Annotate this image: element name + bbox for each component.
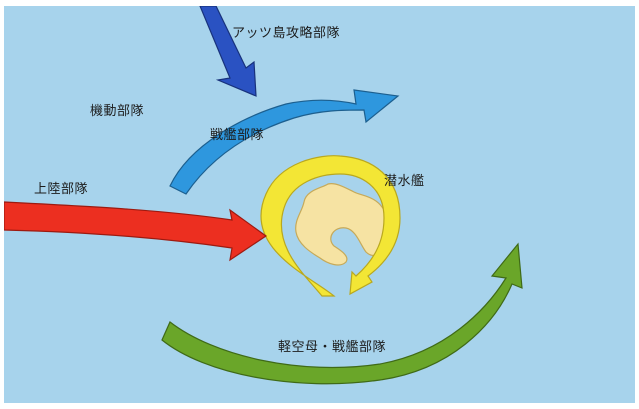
submarine-arrow bbox=[260, 155, 401, 297]
label-battleship-force: 戦艦部隊 bbox=[210, 128, 265, 143]
attu-force-arrow bbox=[199, 6, 257, 97]
landing-force-arrow bbox=[4, 201, 268, 262]
label-light-carrier-battleship: 軽空母・戦艦部隊 bbox=[278, 340, 387, 355]
label-attu-force: アッツ島攻略部隊 bbox=[232, 26, 341, 41]
island bbox=[295, 183, 391, 266]
label-submarine: 潜水艦 bbox=[384, 174, 425, 189]
label-landing-force: 上陸部隊 bbox=[34, 182, 89, 197]
battleship-force-arrow bbox=[169, 89, 400, 195]
map-frame: アッツ島攻略部隊 機動部隊 戦艦部隊 上陸部隊 潜水艦 軽空母・戦艦部隊 bbox=[4, 6, 635, 403]
label-mobile-force: 機動部隊 bbox=[90, 104, 145, 119]
map-canvas bbox=[4, 6, 523, 385]
carrier-battleship-arrow bbox=[161, 242, 523, 385]
